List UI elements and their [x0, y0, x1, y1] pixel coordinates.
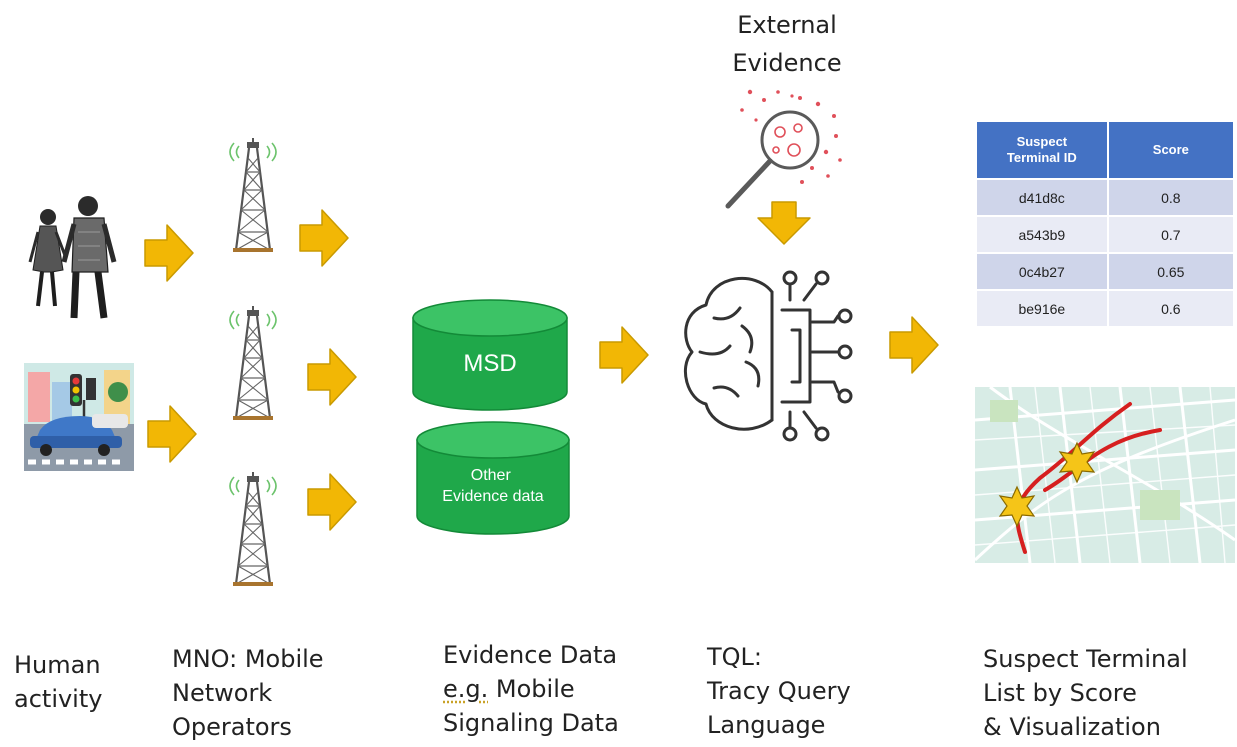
score-cell: 0.6 [1106, 289, 1236, 328]
external-evidence-line-1: External [737, 11, 837, 39]
caption-line: Operators [172, 713, 292, 741]
caption-line: List by Score [983, 679, 1137, 707]
caption-line: Network [172, 679, 273, 707]
table-row: 0c4b27 0.65 [975, 252, 1236, 291]
table-row: d41d8c 0.8 [975, 178, 1236, 217]
caption-line: Evidence Data [443, 641, 618, 669]
table-header-row: Suspect Terminal ID Score [975, 120, 1236, 180]
cell-tower-icon [228, 136, 278, 254]
header-score: Score [1106, 120, 1236, 180]
arrow-tower-to-data-1 [299, 209, 349, 267]
caption-line: Suspect Terminal [983, 645, 1188, 673]
people-walking-icon [28, 196, 117, 319]
external-evidence-title: External Evidence [712, 6, 862, 82]
caption-tql: TQL: Tracy Query Language [707, 640, 851, 742]
other-evidence-database-icon [416, 421, 570, 535]
other-evidence-line-1: Other [471, 467, 512, 484]
street-scene-icon [24, 363, 134, 471]
terminal-id-cell: 0c4b27 [975, 252, 1109, 291]
other-evidence-label: Other Evidence data [442, 467, 544, 505]
terminal-id-cell: a543b9 [975, 215, 1109, 254]
caption-eg: e.g. [443, 675, 489, 703]
caption-line: Signaling Data [443, 709, 619, 737]
terminal-id-cell: be916e [975, 289, 1109, 328]
caption-line: TQL: [707, 643, 763, 671]
arrow-tql-to-output [889, 316, 939, 374]
arrow-tower-to-data-3 [307, 473, 357, 531]
header-id-line-1: Suspect [1016, 134, 1068, 149]
map-icon [973, 385, 1236, 564]
msd-database-icon [412, 299, 568, 411]
external-evidence-line-2: Evidence [732, 49, 842, 77]
caption-line: & Visualization [983, 713, 1161, 741]
caption-line: MNO: Mobile [172, 645, 324, 673]
caption-line: Human [14, 651, 101, 679]
caption-evidence-data: Evidence Data e.g. Mobile Signaling Data [443, 638, 619, 740]
msd-label: MSD [463, 350, 516, 377]
cell-tower-icon [228, 470, 278, 588]
caption-line: activity [14, 685, 103, 713]
magnifier-icon [725, 89, 842, 209]
arrow-tower-to-data-2 [307, 348, 357, 406]
caption-line: e.g. Mobile [443, 672, 619, 706]
score-cell: 0.7 [1106, 215, 1236, 254]
caption-suspect-list: Suspect Terminal List by Score & Visuali… [983, 642, 1188, 744]
arrow-evidence-to-tql [757, 201, 811, 245]
table-row: be916e 0.6 [975, 289, 1236, 328]
terminal-id-cell: d41d8c [975, 178, 1109, 217]
arrow-data-to-tql [599, 326, 649, 384]
arrow-human-to-tower-1 [144, 224, 194, 282]
header-id-line-2: Terminal ID [1006, 150, 1077, 165]
brain-circuit-icon [683, 270, 853, 442]
caption-line: Tracy Query [707, 677, 851, 705]
score-cell: 0.8 [1106, 178, 1236, 217]
header-suspect-terminal-id: Suspect Terminal ID [975, 120, 1109, 180]
caption-human-activity: Human activity [14, 648, 102, 716]
table-row: a543b9 0.7 [975, 215, 1236, 254]
caption-mobile: Mobile [488, 675, 575, 703]
suspect-score-table: Suspect Terminal ID Score d41d8c 0.8 a54… [975, 120, 1236, 328]
caption-mno: MNO: Mobile Network Operators [172, 642, 324, 744]
arrow-human-to-tower-2 [147, 405, 197, 463]
caption-line: Language [707, 711, 826, 739]
score-cell: 0.65 [1106, 252, 1236, 291]
other-evidence-line-2: Evidence data [442, 488, 544, 505]
cell-tower-icon [228, 304, 278, 422]
